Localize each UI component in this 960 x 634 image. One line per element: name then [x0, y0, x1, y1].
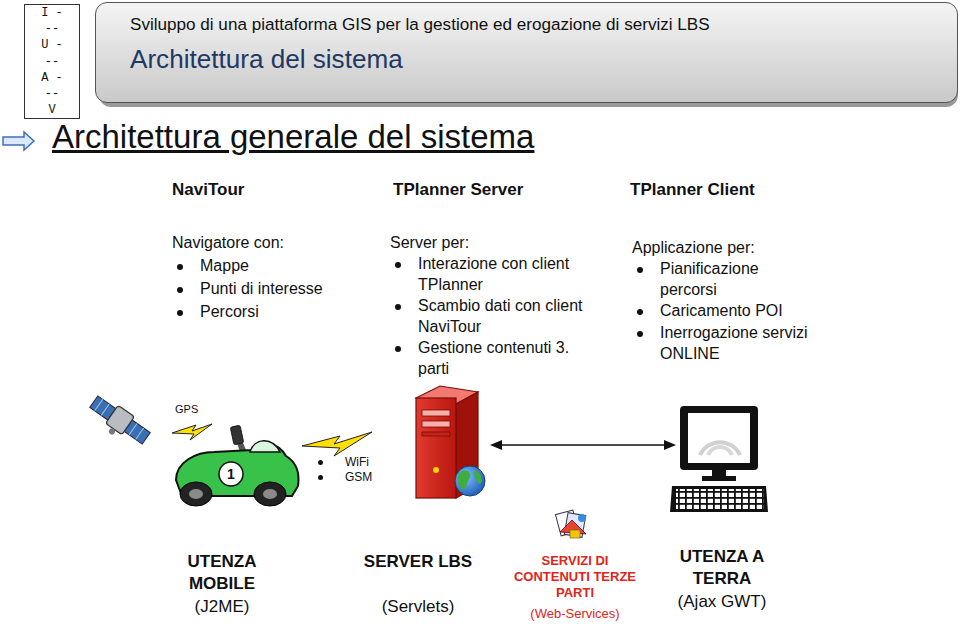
- technology-note: (Servlets): [353, 596, 483, 618]
- web-services-icon: [555, 510, 586, 538]
- bullet-dot: [318, 475, 323, 480]
- globe-icon: [455, 466, 485, 496]
- header-subtitle: Sviluppo di una piattaforma GIS per la g…: [130, 15, 957, 36]
- bullet-dot: [395, 346, 401, 352]
- technology-note: (Web-Services): [505, 606, 645, 622]
- list-intro: Navigatore con:: [172, 233, 372, 254]
- bullet-dot: [637, 267, 643, 273]
- header-box: Sviluppo di una piattaforma GIS per la g…: [95, 2, 958, 103]
- bullet-dot: [395, 262, 401, 268]
- bullet-dot: [637, 309, 643, 315]
- bullet-dot: [395, 304, 401, 310]
- component-name: UTENZA MOBILE: [157, 551, 287, 595]
- list-item: Pianificazione percorsi: [660, 259, 790, 301]
- signal-label: GPS: [175, 402, 215, 416]
- satellite-icon: [84, 393, 152, 453]
- component-name: UTENZA A TERRA: [657, 546, 787, 590]
- bullet-dot: [318, 460, 323, 465]
- list-item: Interazione con client TPlanner: [418, 254, 600, 296]
- lightning-bolt: [302, 432, 372, 456]
- signal-label: WiFi: [345, 455, 395, 470]
- list-item: Scambio dati con client NaviTour: [418, 296, 600, 338]
- list-intro: Server per:: [390, 233, 590, 254]
- bullet-arrow: [3, 132, 34, 150]
- technology-note: (J2ME): [157, 596, 287, 618]
- bullet-dot: [177, 287, 183, 293]
- list-item: Punti di interesse: [200, 279, 380, 300]
- list-item: Mappe: [200, 256, 380, 277]
- column-heading: TPlanner Client: [630, 179, 850, 201]
- column-heading: NaviTour: [172, 179, 372, 201]
- list-item: Caricamento POI: [660, 301, 840, 322]
- car-icon: [176, 425, 299, 506]
- bullet-dot: [177, 264, 183, 270]
- list-item: Percorsi: [200, 302, 380, 323]
- list-intro: Applicazione per:: [632, 238, 832, 259]
- component-name: SERVER LBS: [358, 551, 478, 573]
- signal-label: GSM: [345, 470, 395, 485]
- bullet-dot: [177, 310, 183, 316]
- header-title: Architettura del sistema: [130, 44, 957, 74]
- logo-box: I --- U --- A --- V: [24, 4, 80, 119]
- car-number: 1: [221, 465, 241, 483]
- technology-note: (Ajax GWT): [652, 591, 792, 613]
- logo-text: I --- U --- A --- V: [40, 5, 63, 118]
- list-item: Inerrogazione servizi ONLINE: [660, 323, 840, 365]
- component-name: SERVIZI DI CONTENUTI TERZE PARTI: [512, 553, 638, 601]
- list-item: Gestione contenuti 3. parti: [418, 338, 590, 380]
- slide-title: Architettura generale del sistema: [52, 118, 534, 156]
- bullet-dot: [637, 331, 643, 337]
- double-arrow: [490, 440, 676, 450]
- column-heading: TPlanner Server: [393, 179, 613, 201]
- terminal-icon: [670, 406, 768, 512]
- lightning-bolt: [172, 424, 212, 440]
